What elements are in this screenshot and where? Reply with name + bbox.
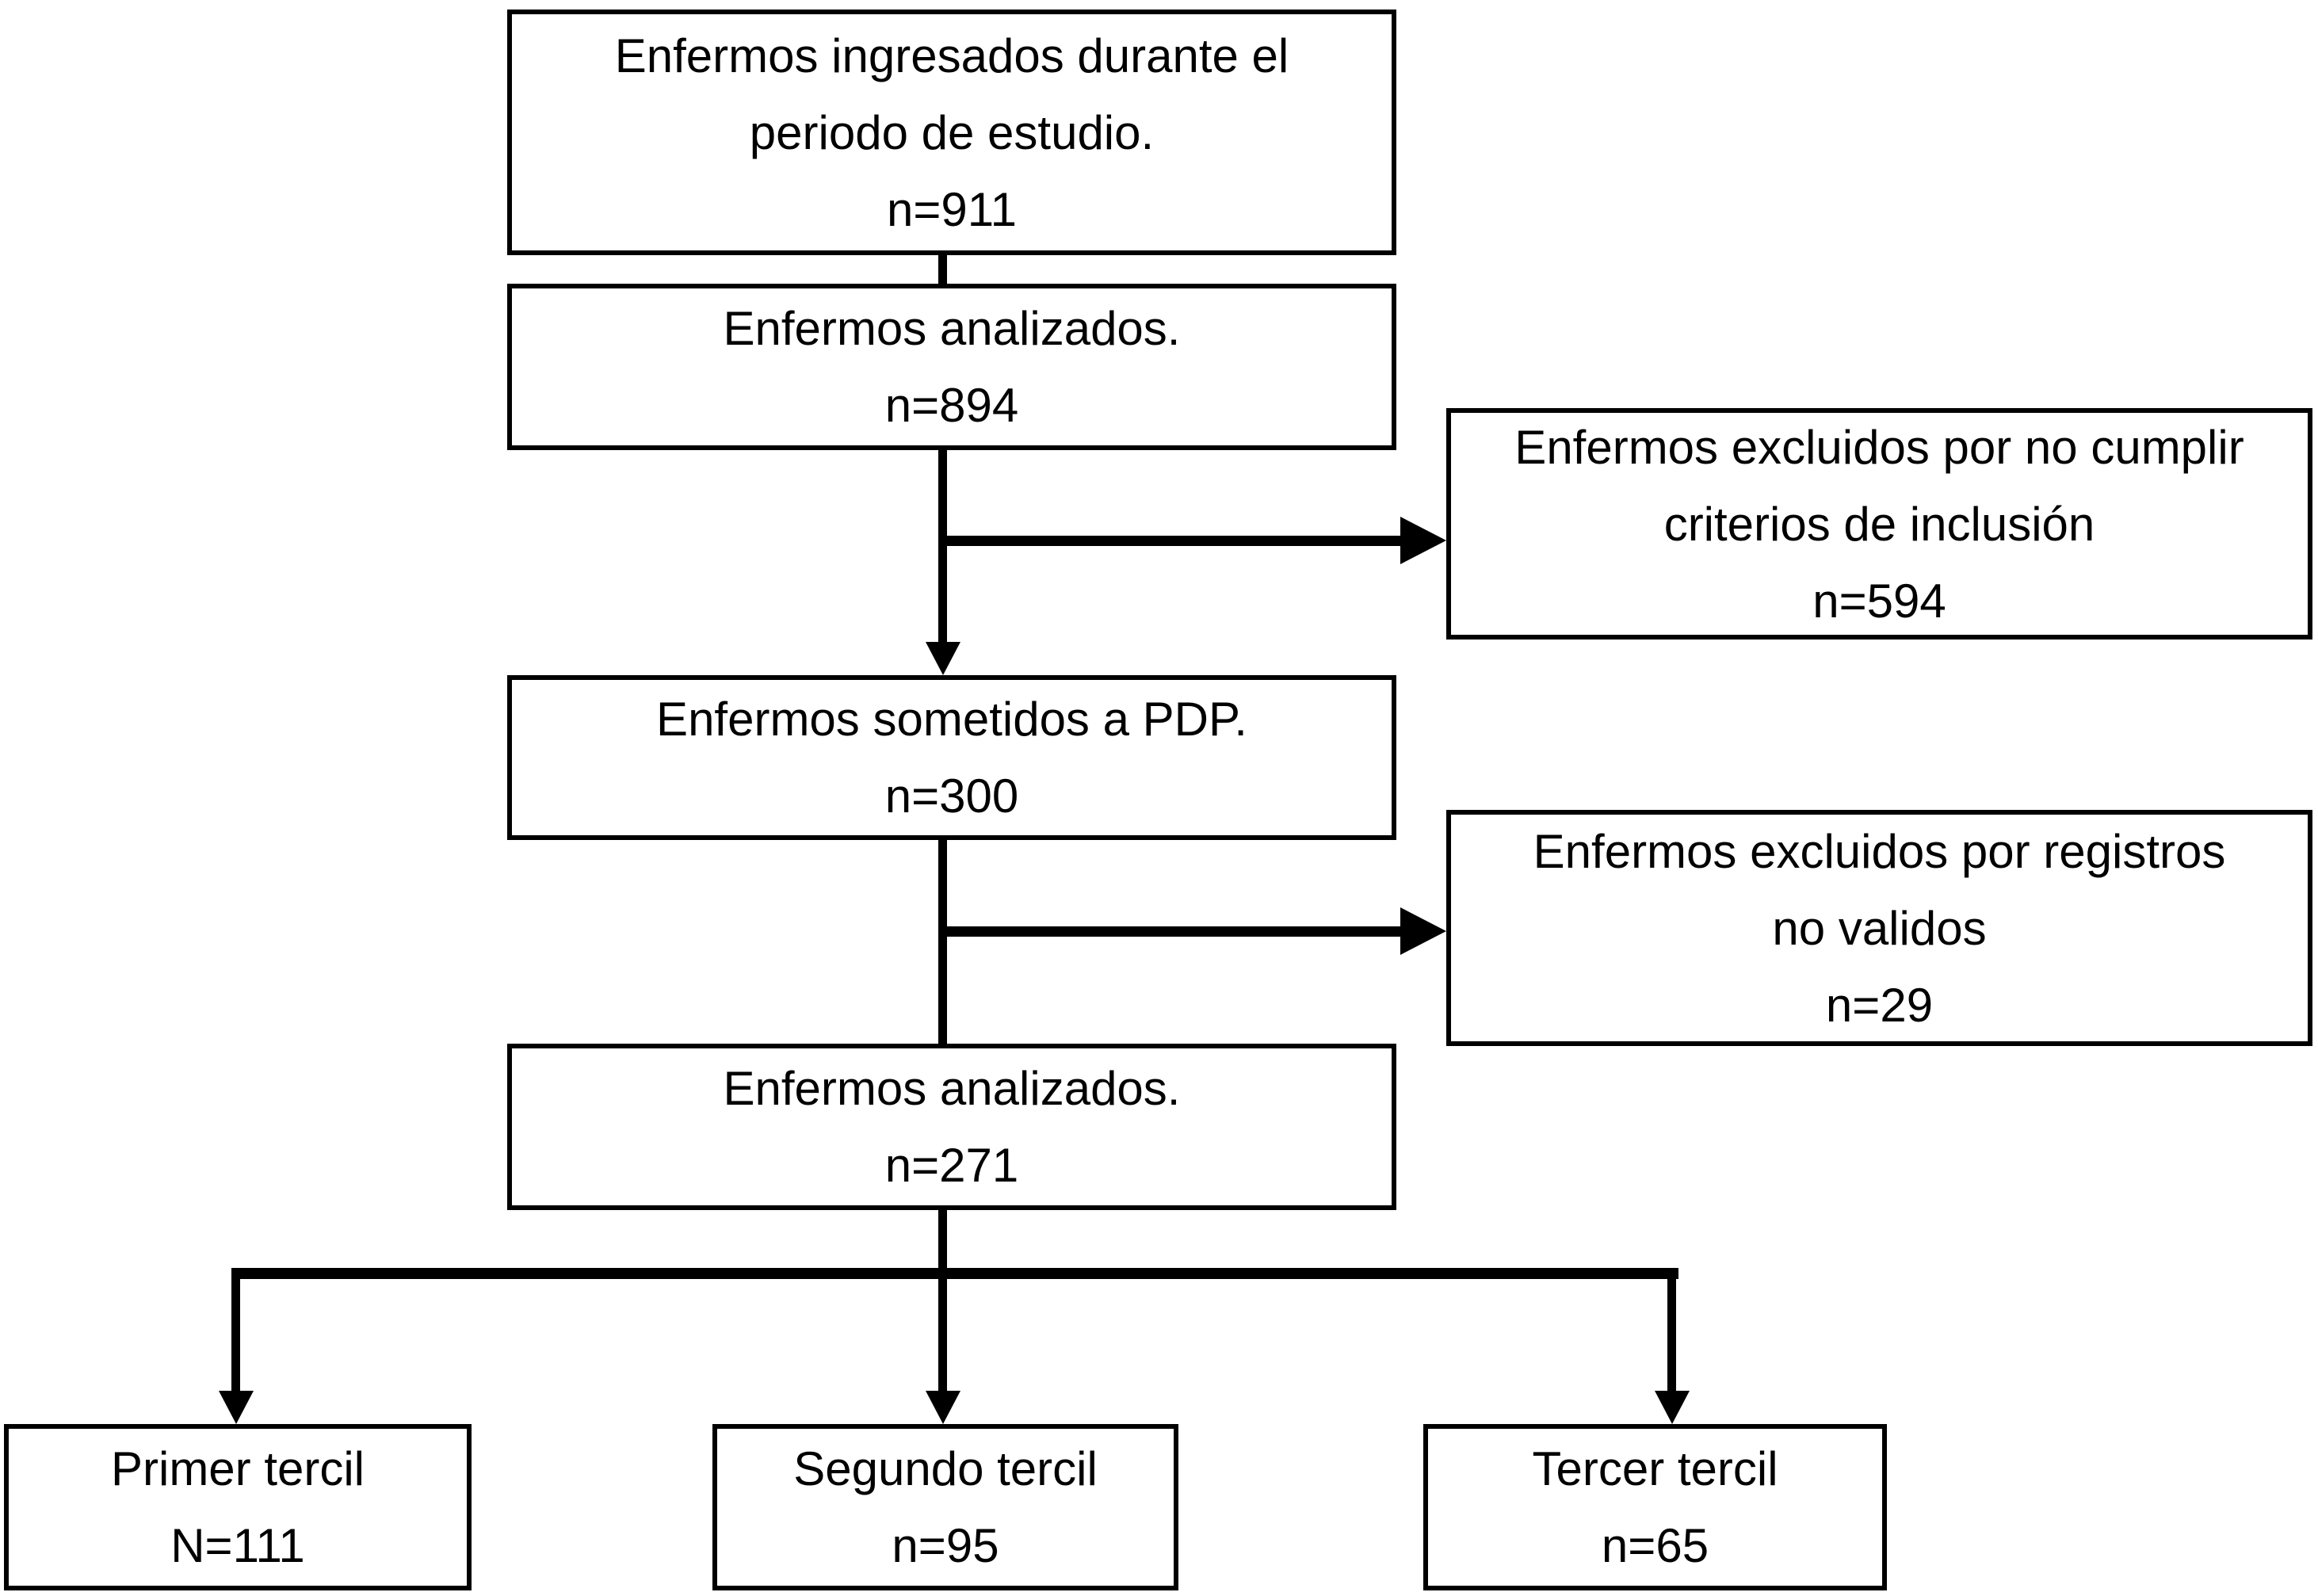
box-text-line: criterios de inclusión [1663,497,2095,551]
box-text-line: Enfermos excluidos por registros [1533,824,2226,878]
box-analyzed-final: Enfermos analizados. n=271 [507,1044,1396,1210]
box-count-label: N=111 [170,1519,305,1572]
connector-analyzed2-to-branch [938,1210,947,1392]
box-count-label: n=271 [884,1139,1019,1192]
box-count-label: n=29 [1825,978,1934,1032]
box-text-line: Enfermos excluidos por no cumplir [1514,420,2244,474]
connector-branch-to-tercile1 [231,1271,240,1392]
arrowhead-into-excluded-inclusion [1400,517,1446,564]
box-tercile-second: Segundo tercil n=95 [712,1424,1178,1590]
box-text-line: Tercer tercil [1532,1442,1778,1495]
box-text-line: no validos [1772,901,1987,955]
box-count-label: n=300 [884,769,1019,823]
box-text-line: Enfermos analizados. [723,1062,1181,1115]
arrowhead-into-pdp [926,642,960,675]
box-excluded-inclusion-criteria: Enfermos excluidos por no cumplir criter… [1446,408,2312,640]
arrowhead-into-tercile3 [1655,1391,1690,1424]
box-text-line: Primer tercil [110,1442,365,1495]
box-count-label: n=911 [886,182,1018,236]
box-admitted-patients: Enfermos ingresados durante el periodo d… [507,10,1396,255]
arrowhead-into-tercile2 [926,1391,960,1424]
arrowhead-into-excluded-records [1400,907,1446,955]
connector-analyzed1-to-pdp [938,450,947,643]
connector-to-excluded-records [943,926,1402,937]
box-text-line: periodo de estudio. [749,105,1155,159]
connector-admitted-to-analyzed1 [938,255,947,287]
arrowhead-into-tercile1 [219,1391,254,1424]
connector-pdp-to-analyzed2 [938,840,947,1044]
box-excluded-invalid-records: Enfermos excluidos por registros no vali… [1446,810,2312,1046]
connector-branch-to-tercile3 [1667,1271,1676,1392]
box-tercile-third: Tercer tercil n=65 [1423,1424,1887,1590]
box-count-label: n=894 [884,379,1019,432]
box-analyzed-initial: Enfermos analizados. n=894 [507,284,1396,450]
box-text-line: Segundo tercil [793,1442,1098,1495]
box-text-line: Enfermos sometidos a PDP. [656,693,1247,746]
box-tercile-first: Primer tercil N=111 [4,1424,472,1590]
branch-rail [231,1268,1678,1279]
box-count-label: n=594 [1812,574,1946,628]
connector-to-excluded-inclusion [943,536,1402,546]
box-text-line: Enfermos analizados. [723,302,1181,355]
box-pdp-patients: Enfermos sometidos a PDP. n=300 [507,675,1396,840]
box-count-label: n=65 [1601,1519,1709,1572]
box-count-label: n=95 [892,1519,999,1572]
box-text-line: Enfermos ingresados durante el [614,29,1289,82]
